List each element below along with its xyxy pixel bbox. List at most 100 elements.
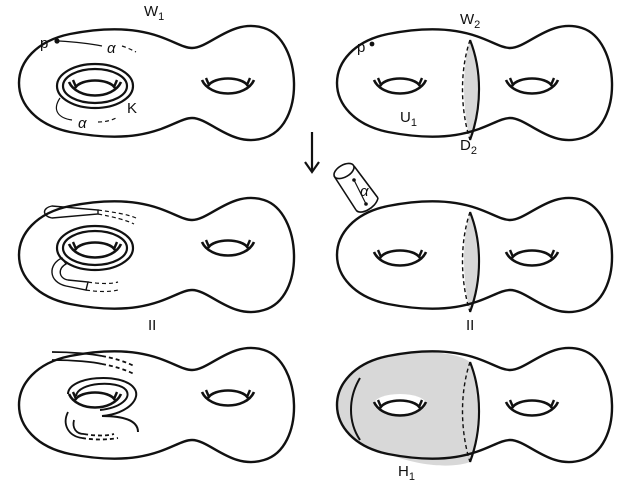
right-hole-lower (200, 241, 256, 257)
left-hole-upper (378, 249, 422, 259)
left-hole-lower (67, 243, 123, 259)
right-hole-upper (510, 77, 554, 87)
cylinder-core-start (352, 178, 356, 182)
label-p-main: p (357, 39, 365, 56)
tube-bottom-dashed (85, 281, 119, 293)
label-w2-sub: 2 (474, 19, 480, 31)
right-hole-tips (204, 389, 252, 398)
arc-alpha-top (58, 40, 103, 47)
right-hole-lower (504, 251, 560, 267)
point-p (369, 41, 375, 47)
disk-back-edge (461, 361, 471, 463)
label-w1-sub: 1 (158, 11, 164, 23)
disk-back-edge (461, 39, 471, 141)
equals-left-main: II (148, 317, 156, 334)
lines-bottom-solid (64, 411, 85, 439)
band-curve-1 (67, 377, 139, 433)
surface-outline (18, 346, 296, 464)
label-p: p (40, 35, 48, 52)
surface-outline (336, 196, 614, 314)
label-k-main: K (127, 100, 137, 117)
left-hole-tips (71, 391, 119, 400)
label-d2-sub: 2 (471, 145, 477, 157)
label-alpha-cylinder: α (360, 183, 369, 200)
left-hole-interior (374, 394, 426, 414)
disk-d2 (464, 212, 478, 312)
right-hole-upper (206, 239, 250, 249)
down-arrow (304, 132, 320, 174)
right-hole-tips (204, 77, 252, 86)
surface-outline (336, 24, 614, 142)
right-hole-tips (508, 77, 556, 86)
disk-front-edge (468, 211, 481, 313)
meridian-arc (350, 377, 361, 441)
label-d2: D2 (460, 137, 477, 157)
panel-middle-right: α (333, 162, 614, 314)
label-alpha-top: α (107, 40, 116, 57)
disk-d2 (464, 40, 478, 140)
label-w1: W1 (144, 3, 164, 23)
left-hole-upper (73, 79, 117, 89)
label-alpha-top-main: α (107, 40, 116, 57)
label-w1-main: W (144, 3, 159, 20)
equals-left: II (148, 317, 156, 334)
tube-top-dashed (97, 209, 137, 225)
label-d2-main: D (460, 137, 471, 154)
knot-outer-ring (55, 62, 135, 110)
arrow-head (304, 161, 320, 174)
label-alpha-bottom-main: α (78, 115, 87, 132)
tube-top (43, 205, 99, 219)
lines-bottom-dashed (81, 433, 119, 441)
right-hole-lower (200, 79, 256, 95)
cylinder-top (333, 162, 355, 180)
label-h1-main: H (398, 463, 409, 480)
cylinder-core-end (364, 202, 368, 206)
disk-front-edge (468, 39, 481, 141)
label-w2: W2 (460, 11, 480, 31)
left-hole-tips (376, 77, 424, 86)
equals-right: II (466, 317, 474, 334)
surface-outline (336, 346, 614, 464)
right-hole-lower (504, 79, 560, 95)
label-h1: H1 (398, 463, 415, 483)
right-hole-upper (510, 249, 554, 259)
label-k: K (127, 100, 137, 117)
knot-inner-ring (61, 67, 129, 105)
left-hole-tips (376, 249, 424, 258)
label-alpha-bottom: α (78, 115, 87, 132)
left-hole-upper (73, 391, 117, 401)
arc-alpha-bottom-dashed (97, 117, 117, 123)
right-hole-lower (200, 391, 256, 407)
panel-middle-left (18, 196, 296, 314)
disk-back-edge (461, 211, 471, 313)
label-u1-main: U (400, 109, 411, 126)
left-hole-tips (376, 399, 424, 408)
right-hole-tips (508, 249, 556, 258)
cylinder-bottom (355, 197, 379, 213)
left-hole-upper (73, 241, 117, 251)
right-hole-tips (508, 399, 556, 408)
band-curve-2 (75, 382, 129, 411)
label-h1-sub: 1 (409, 471, 415, 483)
label-p: p (357, 39, 365, 56)
right-hole-upper (510, 399, 554, 409)
lines-top-solid (51, 351, 103, 365)
right-hole-upper (206, 77, 250, 87)
cylinder-sides (333, 165, 379, 211)
knot-inner-ring (61, 229, 129, 267)
left-hole-upper (378, 77, 422, 87)
panel-bottom-left (18, 346, 296, 464)
point-p (54, 38, 60, 44)
knot-outer-ring (55, 224, 135, 272)
label-u1: U1 (400, 109, 417, 129)
left-hole-lower (67, 393, 123, 409)
left-hole-lower (67, 81, 123, 97)
label-w2-main: W (460, 11, 475, 28)
right-hole-upper (206, 389, 250, 399)
equals-marks: II II (148, 317, 474, 334)
arc-alpha-top-dashed (121, 45, 137, 53)
left-hole-lower (372, 79, 428, 95)
